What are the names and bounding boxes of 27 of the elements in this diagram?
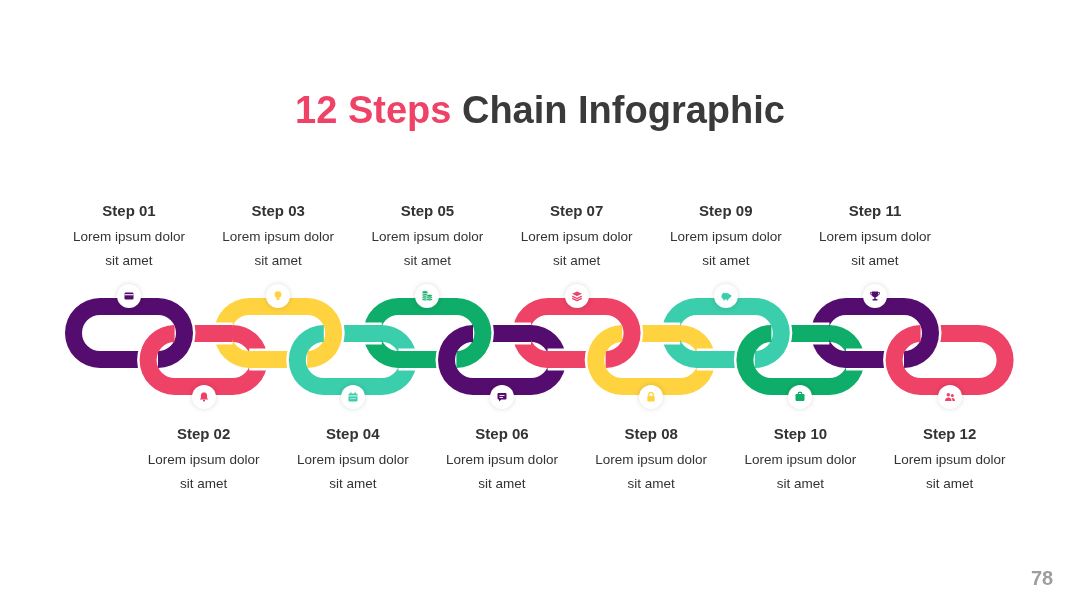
- step-title: Step 09: [699, 202, 753, 220]
- step-description: Lorem ipsum dolor sit amet: [72, 228, 186, 270]
- step-title: Step 10: [773, 425, 828, 443]
- step-title: Step 03: [251, 202, 305, 220]
- step-description: Lorem ipsum dolor sit amet: [669, 228, 783, 270]
- step-title: Step 05: [400, 202, 455, 220]
- step-title: Step 02: [176, 425, 231, 443]
- step-description: Lorem ipsum dolor sit amet: [743, 451, 857, 493]
- step-description: Lorem ipsum dolor sit amet: [818, 228, 932, 270]
- step-title: Step 01: [102, 202, 156, 220]
- step-description: Lorem ipsum dolor sit amet: [594, 451, 708, 493]
- step-title: Step 08: [624, 425, 678, 443]
- step-title: Step 06: [475, 425, 529, 443]
- title: 12 Steps Chain Infographic: [295, 88, 785, 132]
- step-description: Lorem ipsum dolor sit amet: [221, 228, 335, 270]
- step-title: Step 04: [326, 425, 380, 443]
- step-title: Step 11: [848, 202, 902, 220]
- step-title: Step 12: [922, 425, 977, 443]
- chain-link: [885, 325, 1014, 395]
- step-description: Lorem ipsum dolor sit amet: [296, 451, 410, 493]
- step-title: Step 07: [549, 202, 604, 220]
- step-description: Lorem ipsum dolor sit amet: [370, 228, 484, 270]
- step-description: Lorem ipsum dolor sit amet: [893, 451, 1007, 493]
- step-description: Lorem ipsum dolor sit amet: [520, 228, 634, 270]
- page-number: 78: [1031, 567, 1054, 589]
- step-description: Lorem ipsum dolor sit amet: [147, 451, 261, 493]
- step-description: Lorem ipsum dolor sit amet: [445, 451, 559, 493]
